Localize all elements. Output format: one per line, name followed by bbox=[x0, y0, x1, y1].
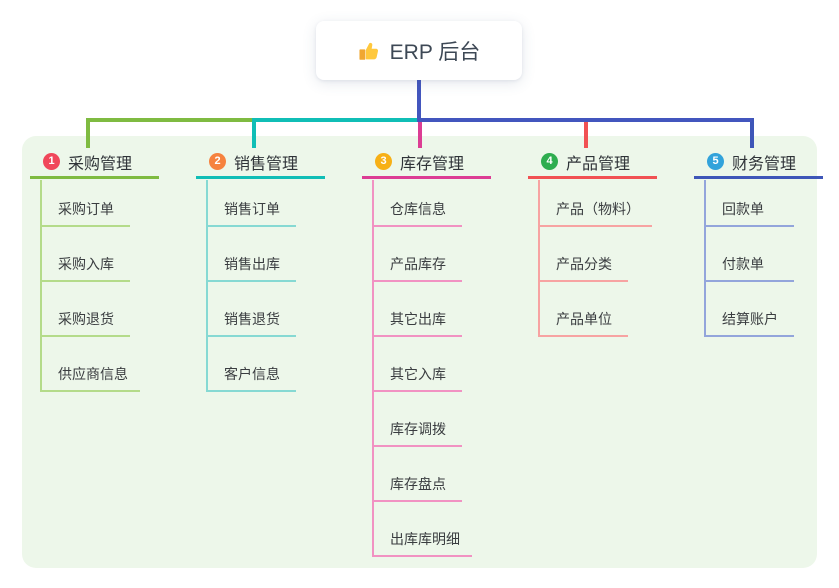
child-node[interactable]: 采购订单 bbox=[42, 180, 130, 227]
branch-number-badge: 4 bbox=[541, 153, 558, 170]
child-node-label: 采购退货 bbox=[58, 311, 114, 327]
child-node-label: 产品库存 bbox=[390, 256, 446, 272]
child-node-label: 结算账户 bbox=[722, 311, 778, 327]
child-node[interactable]: 产品库存 bbox=[374, 227, 462, 282]
branch-number-badge: 2 bbox=[209, 153, 226, 170]
child-node[interactable]: 其它出库 bbox=[374, 282, 462, 337]
connector-line bbox=[86, 118, 252, 122]
child-node[interactable]: 付款单 bbox=[706, 227, 794, 282]
child-node-label: 销售订单 bbox=[224, 201, 280, 217]
child-node-label: 客户信息 bbox=[224, 366, 280, 382]
branch-children: 产品（物料） 产品分类产品单位 bbox=[538, 180, 652, 337]
child-node[interactable]: 销售退货 bbox=[208, 282, 296, 337]
branch-number-badge: 1 bbox=[43, 153, 60, 170]
child-node[interactable]: 采购入库 bbox=[42, 227, 130, 282]
child-node[interactable]: 销售订单 bbox=[208, 180, 296, 227]
child-node[interactable]: 库存盘点 bbox=[374, 447, 462, 502]
branch-children: 仓库信息产品库存其它出库其它入库库存调拨库存盘点出库库明细 bbox=[372, 180, 472, 557]
connector-line bbox=[418, 118, 422, 148]
root-title: ERP 后台 bbox=[389, 40, 481, 64]
child-node[interactable]: 仓库信息 bbox=[374, 180, 462, 227]
branch-children: 采购订单采购入库采购退货供应商信息 bbox=[40, 180, 140, 392]
connector-line bbox=[417, 118, 752, 122]
branch-number-badge: 5 bbox=[707, 153, 724, 170]
child-node-label: 供应商信息 bbox=[58, 366, 128, 382]
child-node[interactable]: 客户信息 bbox=[208, 337, 296, 392]
child-node[interactable]: 供应商信息 bbox=[42, 337, 140, 392]
child-node[interactable]: 产品分类 bbox=[540, 227, 628, 282]
child-node[interactable]: 采购退货 bbox=[42, 282, 130, 337]
child-node[interactable]: 销售出库 bbox=[208, 227, 296, 282]
branch-node-3[interactable]: 3 库存管理 bbox=[362, 147, 491, 179]
branch-label: 库存管理 bbox=[400, 155, 465, 173]
child-node-label: 库存调拨 bbox=[390, 421, 446, 437]
child-node-label: 回款单 bbox=[722, 201, 764, 217]
child-node-label: 销售退货 bbox=[224, 311, 280, 327]
child-node[interactable]: 其它入库 bbox=[374, 337, 462, 392]
child-node[interactable]: 库存调拨 bbox=[374, 392, 462, 447]
child-node-label: 仓库信息 bbox=[390, 201, 446, 217]
connector-line bbox=[750, 118, 754, 148]
child-node-label: 产品分类 bbox=[556, 256, 612, 272]
child-node-label: 其它出库 bbox=[390, 311, 446, 327]
connector-line bbox=[252, 118, 417, 122]
mindmap-background-panel bbox=[22, 136, 817, 568]
child-node[interactable]: 出库库明细 bbox=[374, 502, 472, 557]
thumbs-up-icon bbox=[358, 40, 380, 62]
connector-line bbox=[252, 118, 256, 148]
child-node-label: 出库库明细 bbox=[390, 531, 460, 547]
branch-number-badge: 3 bbox=[375, 153, 392, 170]
child-node-label: 采购入库 bbox=[58, 256, 114, 272]
branch-label: 产品管理 bbox=[566, 155, 631, 173]
child-node-label: 产品单位 bbox=[556, 311, 612, 327]
child-node[interactable]: 结算账户 bbox=[706, 282, 794, 337]
connector-line bbox=[584, 118, 588, 148]
branch-node-5[interactable]: 5 财务管理 bbox=[694, 147, 823, 179]
branch-node-2[interactable]: 2 销售管理 bbox=[196, 147, 325, 179]
child-node-label: 采购订单 bbox=[58, 201, 114, 217]
branch-label: 销售管理 bbox=[234, 155, 299, 173]
child-node-label: 库存盘点 bbox=[390, 476, 446, 492]
child-node-label: 销售出库 bbox=[224, 256, 280, 272]
branch-node-1[interactable]: 1 采购管理 bbox=[30, 147, 159, 179]
child-node[interactable]: 回款单 bbox=[706, 180, 794, 227]
branch-node-4[interactable]: 4 产品管理 bbox=[528, 147, 657, 179]
child-node[interactable]: 产品（物料） bbox=[540, 180, 652, 227]
child-node-label: 付款单 bbox=[722, 256, 764, 272]
child-node-label: 产品（物料） bbox=[556, 201, 640, 217]
branch-children: 回款单付款单结算账户 bbox=[704, 180, 794, 337]
connector-line bbox=[86, 118, 90, 148]
branch-children: 销售订单销售出库销售退货客户信息 bbox=[206, 180, 296, 392]
child-node-label: 其它入库 bbox=[390, 366, 446, 382]
branch-label: 采购管理 bbox=[68, 155, 133, 173]
root-node[interactable]: ERP 后台 bbox=[316, 21, 522, 80]
child-node[interactable]: 产品单位 bbox=[540, 282, 628, 337]
branch-label: 财务管理 bbox=[732, 155, 797, 173]
connector-line bbox=[417, 80, 421, 122]
